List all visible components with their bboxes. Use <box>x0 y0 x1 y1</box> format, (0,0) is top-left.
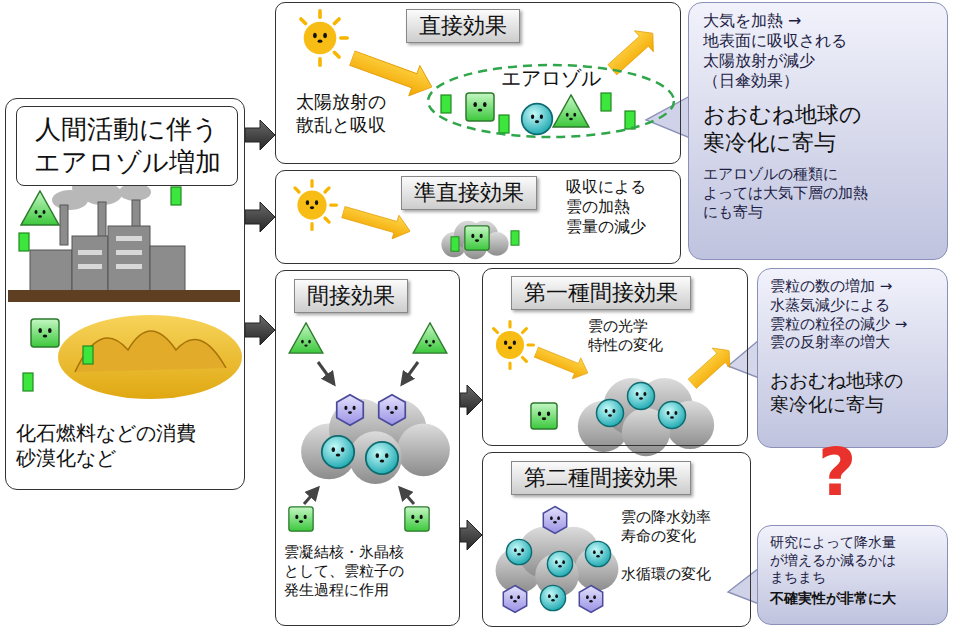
effect-panel: 間接効果雲凝結核・氷晶核 として、雲粒子の 発生過程に作用 <box>275 270 460 626</box>
aerosol-particle <box>21 191 59 225</box>
body-text: 太陽放射の 散乱と吸収 <box>296 91 408 136</box>
callout-tail <box>646 96 690 138</box>
callout-tail <box>728 340 759 378</box>
factory-windows <box>78 236 142 269</box>
scattered-arrow <box>603 23 663 81</box>
aerosol-particle <box>19 233 29 251</box>
ice-crystal <box>543 507 566 534</box>
aerosol-particle <box>522 104 553 135</box>
cloud-droplet <box>322 436 354 468</box>
body-text: おおむね地球の 寒冷化に寄与 <box>770 369 942 417</box>
cloud-droplet <box>585 541 610 566</box>
block-arrow <box>460 385 482 415</box>
question-mark: ? <box>818 440 856 506</box>
aerosol-particle <box>553 95 589 127</box>
aerosol-particle <box>601 93 611 111</box>
body-text: 人間活動に伴う エアロゾル増加 <box>23 113 231 178</box>
ice-crystal <box>579 586 602 613</box>
ground <box>8 290 240 302</box>
aerosol-particle <box>531 403 557 429</box>
source-box: 人間活動に伴う エアロゾル増加化石燃料などの消費 砂漠化など <box>5 98 245 490</box>
heading-box: 人間活動に伴う エアロゾル増加 <box>16 106 238 186</box>
sand-dunes <box>75 331 226 372</box>
aerosol-particle <box>289 507 313 531</box>
callout-bubble: 研究によって降水量 が増えるか減るかは まちまち不確実性が非常に大 <box>757 525 948 625</box>
aerosol-particle <box>83 346 93 364</box>
heading-text: 大気を加熱 →地表面に吸収される 太陽放射が減少 （日傘効果） <box>703 11 908 91</box>
sun <box>301 11 347 65</box>
block-arrow <box>460 520 482 550</box>
ice-crystal <box>503 586 526 613</box>
callout-bubble: 大気を加熱 →地表面に吸収される 太陽放射が減少 （日傘効果） おおむね地球の 寒… <box>688 2 948 260</box>
callout-tail <box>728 568 759 604</box>
block-arrow <box>245 120 275 150</box>
aerosol-particle <box>465 226 489 250</box>
panel-title: 準直接効果 <box>401 176 537 210</box>
panel-title: 直接効果 <box>406 9 520 43</box>
body-text: おおむね地球の 寒冷化に寄与 <box>703 101 939 156</box>
effect-panel: 準直接効果吸収による 雲の加熱 雲量の減少 <box>275 170 681 264</box>
aerosol-particle <box>23 373 33 391</box>
cloud <box>578 378 714 456</box>
reflected-arrow <box>683 341 738 394</box>
aerosol-particle <box>625 111 635 129</box>
aerosol-particle <box>413 323 447 353</box>
aerosol-particle <box>31 319 59 347</box>
cloud-droplet <box>540 585 565 610</box>
cloud-droplet <box>366 442 398 474</box>
cloud-droplet <box>547 551 572 576</box>
effect-panel: エアロゾル 直接効果太陽放射の 散乱と吸収 <box>275 2 681 164</box>
body-text: 不確実性が非常に大 <box>770 590 942 608</box>
body-text: エアロゾル <box>426 66 676 91</box>
aerosol-particle <box>171 187 181 205</box>
body-text: 雲の降水効率 寿命の変化 <box>621 508 745 546</box>
cloud-droplet <box>597 400 624 427</box>
ice-crystal <box>379 395 406 426</box>
factory <box>30 200 185 292</box>
effect-panel: 第二種間接効果雲の降水効率 寿命の変化水循環の変化 <box>482 452 751 627</box>
solar-arrow <box>532 341 592 383</box>
desert <box>58 315 242 399</box>
block-arrow <box>245 202 275 232</box>
cloud-droplet <box>628 383 655 410</box>
body-text: 雲の光学 特性の変化 <box>588 317 688 355</box>
aerosol-particle <box>511 231 519 245</box>
ice-crystal <box>337 395 364 426</box>
body-text: 水循環の変化 <box>621 565 745 584</box>
cloud <box>441 221 508 259</box>
cloud-droplet <box>506 539 531 564</box>
block-arrow <box>245 315 275 345</box>
aerosol-particle <box>405 507 429 531</box>
body-text: 吸収による 雲の加熱 雲量の減少 <box>566 177 676 237</box>
panel-title: 第一種間接効果 <box>511 276 691 310</box>
sun <box>295 181 336 230</box>
cloud <box>301 399 450 484</box>
panel-title: 間接効果 <box>294 279 408 313</box>
heading-text: 雲粒の数の増加 →水蒸気減少による 雲粒の粒径の減少 →雲の反射率の増大 <box>770 277 942 352</box>
heading-text: 研究によって降水量 が増えるか減るかは まちまち <box>770 534 942 587</box>
aerosol-ellipse: エアロゾル <box>426 63 682 139</box>
body-text: 化石燃料などの消費 砂漠化など <box>16 421 236 471</box>
aerosol-particle <box>466 93 494 121</box>
cloud-droplet <box>659 402 686 429</box>
aerosol-particle <box>499 115 509 133</box>
panel-title: 第二種間接効果 <box>511 461 691 495</box>
callout-bubble: 雲粒の数の増加 →水蒸気減少による 雲粒の粒径の減少 →雲の反射率の増大おおむね… <box>757 268 948 448</box>
body-text: エアロゾルの種類に よっては大気下層の加熱 にも寄与 <box>703 165 913 221</box>
aerosol-particle <box>451 237 459 251</box>
effect-panel: 第一種間接効果雲の光学 特性の変化 <box>482 268 748 446</box>
aerosol-particle <box>441 95 451 113</box>
sun <box>494 322 534 369</box>
body-text: 雲凝結核・氷晶核 として、雲粒子の 発生過程に作用 <box>284 543 454 599</box>
nucleation-arrows <box>304 362 418 504</box>
aerosol-particle <box>289 323 323 353</box>
